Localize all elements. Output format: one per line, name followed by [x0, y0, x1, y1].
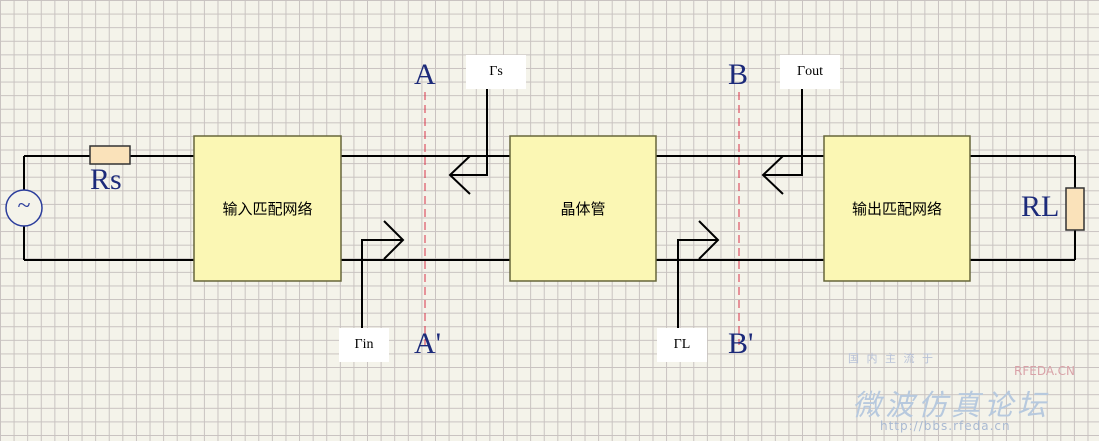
output-matching-network-box [823, 135, 971, 282]
watermark-small-text: 国 内 主 流 于 [848, 352, 935, 365]
transistor-label: 晶体管 [560, 200, 606, 218]
gamma-out-arrowhead-icon [761, 155, 784, 195]
plane-a-bottom-label: A' [414, 327, 442, 360]
gamma-l-label: ΓL [657, 328, 707, 362]
gamma-in-arrowhead-icon [383, 220, 405, 260]
gamma-l-arrowhead-icon [698, 220, 720, 260]
rs-label: Rs [90, 163, 122, 196]
gamma-out-label: Γout [780, 55, 840, 89]
watermark-chinese: 微波仿真论坛 [852, 388, 1051, 422]
gamma-s-label: Γs [466, 55, 526, 89]
ac-source-symbol: ~ [17, 193, 31, 219]
circuit-wires [23, 155, 1076, 261]
load-resistor [1065, 187, 1085, 231]
input-matching-network-label: 输入匹配网络 [222, 200, 313, 218]
ac-source-icon [5, 189, 43, 227]
watermark-url: http://bbs.rfeda.cn [880, 419, 1011, 433]
gamma-in-arrow [361, 239, 403, 330]
output-matching-network-label: 输出匹配网络 [851, 200, 942, 218]
plane-b-bottom-label: B' [728, 327, 754, 360]
rl-label: RL [1021, 190, 1060, 223]
input-matching-network-box [193, 135, 342, 282]
gamma-s-arrow [450, 88, 488, 176]
source-resistor [89, 145, 131, 165]
gamma-in-label: Γin [339, 328, 389, 362]
gamma-l-arrow [677, 239, 718, 330]
plane-b-top-label: B [728, 58, 749, 91]
gamma-s-arrowhead-icon [448, 155, 471, 195]
watermark-brand: RFEDA.CN [1014, 364, 1076, 378]
transistor-box [509, 135, 657, 282]
plane-a-top-label: A [414, 58, 436, 91]
gamma-out-arrow [763, 88, 803, 176]
